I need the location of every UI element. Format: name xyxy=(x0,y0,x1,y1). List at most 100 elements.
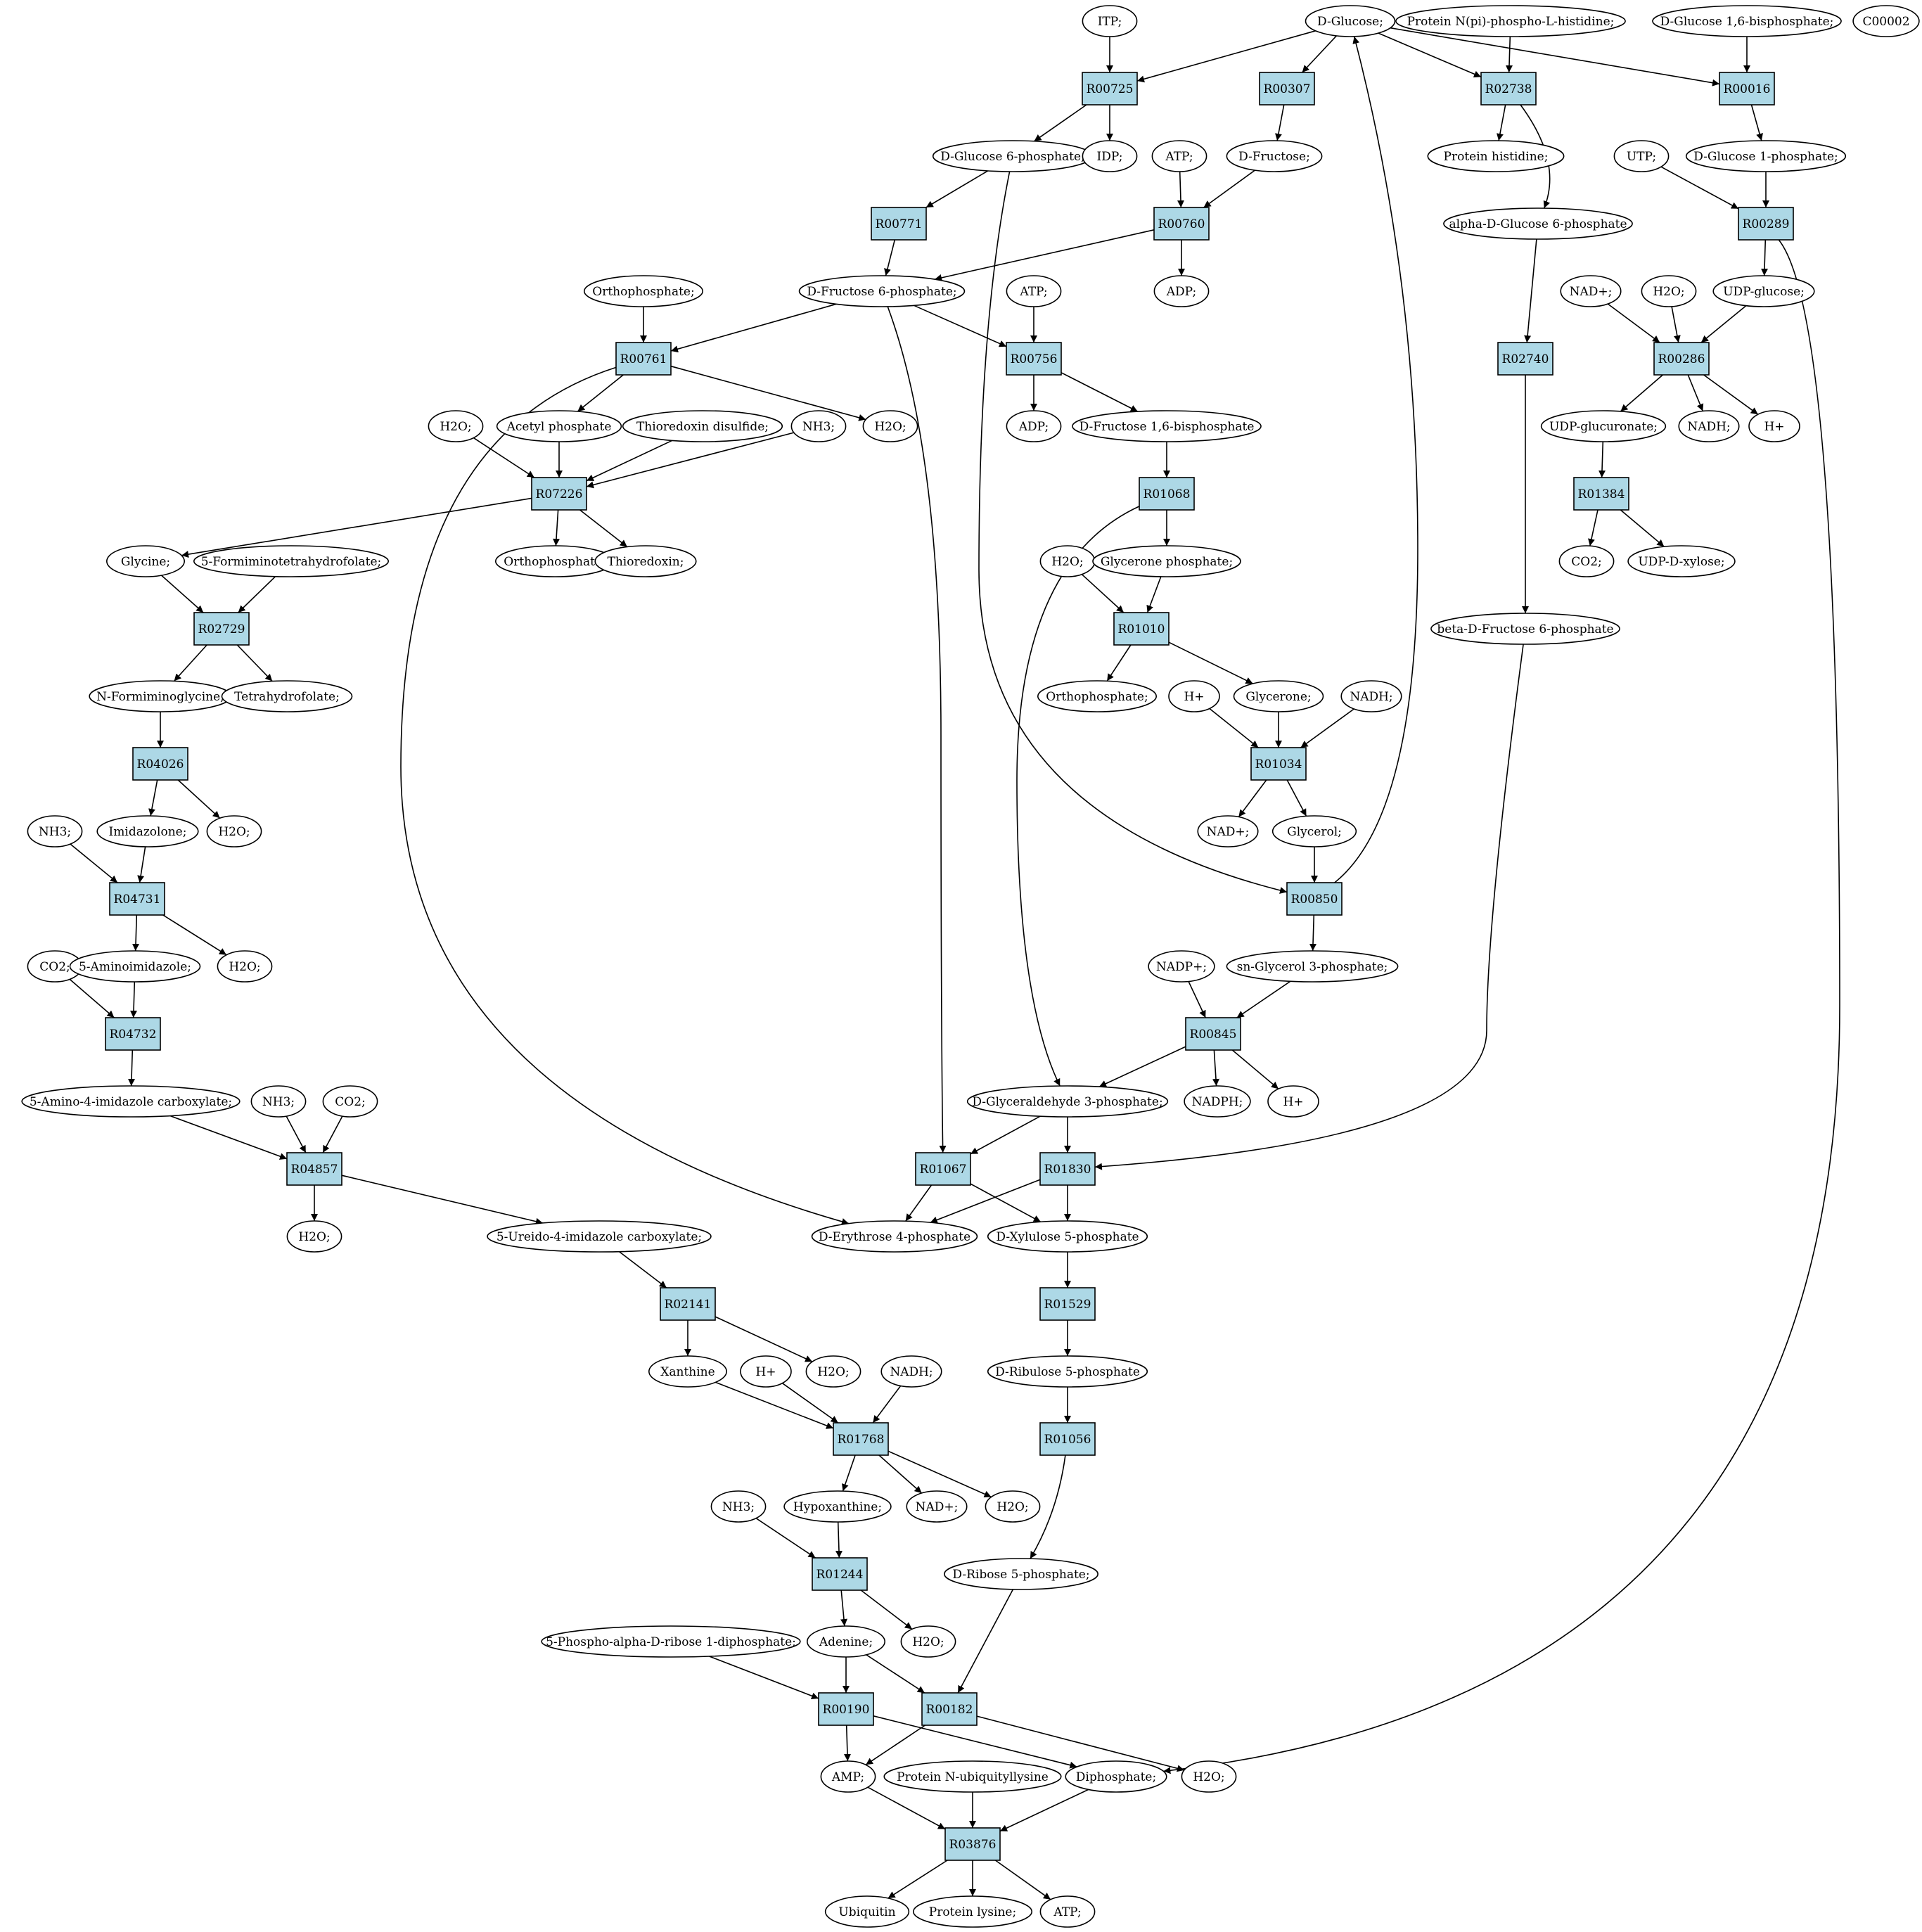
metabolite-node-UDPGlcA[interactable]: UDP-glucuronate; xyxy=(1540,410,1667,442)
reaction-node-R00289[interactable]: R00289 xyxy=(1738,207,1794,241)
metabolite-node-DGlc16bP[interactable]: D-Glucose 1,6-bisphosphate; xyxy=(1652,5,1842,37)
metabolite-node-UDPXyl[interactable]: UDP-D-xylose; xyxy=(1627,545,1736,577)
metabolite-node-Ade[interactable]: Adenine; xyxy=(807,1625,886,1658)
metabolite-node-Gly[interactable]: Glycine; xyxy=(106,545,186,577)
metabolite-node-Ubq[interactable]: Ubiquitin xyxy=(824,1895,910,1928)
metabolite-node-NADPp[interactable]: NADP+; xyxy=(1148,950,1215,983)
metabolite-node-Hp3[interactable]: H+ xyxy=(1267,1085,1319,1118)
reaction-node-R01010[interactable]: R01010 xyxy=(1113,612,1170,646)
metabolite-node-AcP[interactable]: Acetyl phosphate xyxy=(496,410,622,442)
metabolite-node-ProtLys[interactable]: Protein lysine; xyxy=(912,1895,1033,1928)
reaction-node-R00182[interactable]: R00182 xyxy=(921,1692,978,1726)
metabolite-node-Hp4[interactable]: H+ xyxy=(740,1355,792,1388)
metabolite-node-PRPP[interactable]: 5-Phospho-alpha-D-ribose 1-diphosphate; xyxy=(541,1625,801,1658)
metabolite-node-H2O2[interactable]: H2O; xyxy=(428,410,484,442)
reaction-node-R00286[interactable]: R00286 xyxy=(1653,342,1710,376)
metabolite-node-DG1P[interactable]: D-Glucose 1-phosphate; xyxy=(1685,140,1847,172)
metabolite-node-H2O8[interactable]: H2O; xyxy=(805,1355,861,1388)
metabolite-node-H2O3[interactable]: H2O; xyxy=(862,410,918,442)
metabolite-node-R5P[interactable]: D-Ribose 5-phosphate; xyxy=(944,1558,1098,1590)
metabolite-node-IDP[interactable]: IDP; xyxy=(1082,140,1138,172)
reaction-node-R01384[interactable]: R01384 xyxy=(1573,477,1629,511)
metabolite-node-Ortho3[interactable]: Orthophosphate; xyxy=(1037,680,1158,712)
metabolite-node-NH3b[interactable]: NH3; xyxy=(27,815,83,847)
metabolite-node-NADH1[interactable]: NADH; xyxy=(1678,410,1740,442)
reaction-node-R04731[interactable]: R04731 xyxy=(109,882,165,916)
metabolite-node-DG6P[interactable]: D-Glucose 6-phosphate; xyxy=(932,140,1094,172)
metabolite-node-ATP3[interactable]: ATP; xyxy=(1039,1895,1096,1928)
metabolite-node-DFru[interactable]: D-Fructose; xyxy=(1226,140,1323,172)
reaction-node-R01830[interactable]: R01830 xyxy=(1039,1152,1096,1186)
metabolite-node-UICX[interactable]: 5-Ureido-4-imidazole carboxylate; xyxy=(487,1220,712,1253)
reaction-node-R00190[interactable]: R00190 xyxy=(818,1692,874,1726)
metabolite-node-NADp1[interactable]: NAD+; xyxy=(1560,275,1622,307)
metabolite-node-NADH3[interactable]: NADH; xyxy=(880,1355,942,1388)
metabolite-node-NADp2[interactable]: NAD+; xyxy=(1197,815,1259,847)
metabolite-node-E4P[interactable]: D-Erythrose 4-phosphate xyxy=(811,1220,978,1253)
reaction-node-R02729[interactable]: R02729 xyxy=(193,612,250,646)
metabolite-node-Imid[interactable]: Imidazolone; xyxy=(96,815,199,847)
reaction-node-R07226[interactable]: R07226 xyxy=(531,477,587,511)
reaction-node-R00725[interactable]: R00725 xyxy=(1082,72,1138,105)
metabolite-node-ITP[interactable]: ITP; xyxy=(1082,5,1138,37)
reaction-node-R00845[interactable]: R00845 xyxy=(1185,1017,1241,1051)
reaction-node-R00760[interactable]: R00760 xyxy=(1153,207,1210,241)
metabolite-node-TrxSS[interactable]: Thioredoxin disulfide; xyxy=(622,410,783,442)
reaction-node-R04857[interactable]: R04857 xyxy=(286,1152,342,1186)
metabolite-node-H2O1[interactable]: H2O; xyxy=(1641,275,1697,307)
metabolite-node-H2O6[interactable]: H2O; xyxy=(217,950,273,983)
metabolite-node-FTHF[interactable]: 5-Formiminotetrahydrofolate; xyxy=(193,545,389,577)
metabolite-node-G3P[interactable]: sn-Glycerol 3-phosphate; xyxy=(1226,950,1399,983)
metabolite-node-NH3d[interactable]: NH3; xyxy=(710,1490,767,1523)
reaction-node-R00761[interactable]: R00761 xyxy=(615,342,672,376)
metabolite-node-CO2a[interactable]: CO2; xyxy=(1558,545,1615,577)
metabolite-node-Xan[interactable]: Xanthine xyxy=(648,1355,727,1388)
metabolite-node-H2O11[interactable]: H2O; xyxy=(1181,1760,1237,1793)
metabolite-node-ProtNpiHis[interactable]: Protein N(pi)-phospho-L-histidine; xyxy=(1395,5,1626,37)
reaction-node-R02738[interactable]: R02738 xyxy=(1480,72,1537,105)
metabolite-node-AMP[interactable]: AMP; xyxy=(820,1760,876,1793)
reaction-node-R04026[interactable]: R04026 xyxy=(132,747,188,781)
metabolite-node-NADp3[interactable]: NAD+; xyxy=(906,1490,968,1523)
metabolite-node-GnP[interactable]: Glycerone phosphate; xyxy=(1092,545,1241,577)
metabolite-node-H2O10[interactable]: H2O; xyxy=(900,1625,956,1658)
metabolite-node-ADP1[interactable]: ADP; xyxy=(1153,275,1210,307)
reaction-node-R00850[interactable]: R00850 xyxy=(1286,882,1343,916)
metabolite-node-H2O9[interactable]: H2O; xyxy=(985,1490,1041,1523)
metabolite-node-PPi[interactable]: Diphosphate; xyxy=(1065,1760,1167,1793)
metabolite-node-Hyp[interactable]: Hypoxanthine; xyxy=(783,1490,892,1523)
reaction-node-R02740[interactable]: R02740 xyxy=(1497,342,1553,376)
metabolite-node-FBP[interactable]: D-Fructose 1,6-bisphosphate xyxy=(1072,410,1262,442)
reaction-node-R03876[interactable]: R03876 xyxy=(944,1827,1001,1861)
reaction-node-R00756[interactable]: R00756 xyxy=(1006,342,1062,376)
metabolite-node-Hp2[interactable]: H+ xyxy=(1168,680,1220,712)
metabolite-node-NFG[interactable]: N-Formiminoglycine; xyxy=(89,680,232,712)
metabolite-node-aG6P[interactable]: alpha-D-Glucose 6-phosphate xyxy=(1443,207,1633,240)
reaction-node-R01068[interactable]: R01068 xyxy=(1139,477,1195,511)
metabolite-node-NH3c[interactable]: NH3; xyxy=(250,1085,307,1118)
reaction-node-R02141[interactable]: R02141 xyxy=(660,1287,716,1321)
reaction-node-R00307[interactable]: R00307 xyxy=(1259,72,1315,105)
metabolite-node-NH3a[interactable]: NH3; xyxy=(790,410,847,442)
reaction-node-R01034[interactable]: R01034 xyxy=(1250,747,1307,781)
metabolite-node-GAP[interactable]: D-Glyceraldehyde 3-phosphate; xyxy=(966,1085,1169,1118)
reaction-node-R01529[interactable]: R01529 xyxy=(1039,1287,1096,1321)
reaction-node-R01768[interactable]: R01768 xyxy=(833,1422,889,1456)
metabolite-node-Ru5P[interactable]: D-Ribulose 5-phosphate xyxy=(987,1355,1148,1388)
metabolite-node-H2O7[interactable]: H2O; xyxy=(286,1220,342,1253)
metabolite-node-UDPGlc[interactable]: UDP-glucose; xyxy=(1712,275,1815,307)
reaction-node-R01244[interactable]: R01244 xyxy=(812,1557,868,1591)
metabolite-node-ATP1[interactable]: ATP; xyxy=(1151,140,1207,172)
metabolite-node-NADPH[interactable]: NADPH; xyxy=(1184,1085,1251,1118)
reaction-node-R04732[interactable]: R04732 xyxy=(105,1017,161,1051)
metabolite-node-DF6P[interactable]: D-Fructose 6-phosphate; xyxy=(798,275,966,307)
metabolite-node-AICX[interactable]: 5-Amino-4-imidazole carboxylate; xyxy=(21,1085,241,1118)
metabolite-node-H2O4[interactable]: H2O; xyxy=(1039,545,1096,577)
metabolite-node-Hp1[interactable]: H+ xyxy=(1748,410,1800,442)
reaction-node-R00016[interactable]: R00016 xyxy=(1719,72,1775,105)
metabolite-node-NADH2[interactable]: NADH; xyxy=(1340,680,1402,712)
metabolite-node-CO2c[interactable]: CO2; xyxy=(322,1085,378,1118)
metabolite-node-ProtHis[interactable]: Protein histidine; xyxy=(1427,140,1565,172)
metabolite-node-ATP2[interactable]: ATP; xyxy=(1006,275,1062,307)
metabolite-node-THF[interactable]: Tetrahydrofolate; xyxy=(221,680,353,712)
